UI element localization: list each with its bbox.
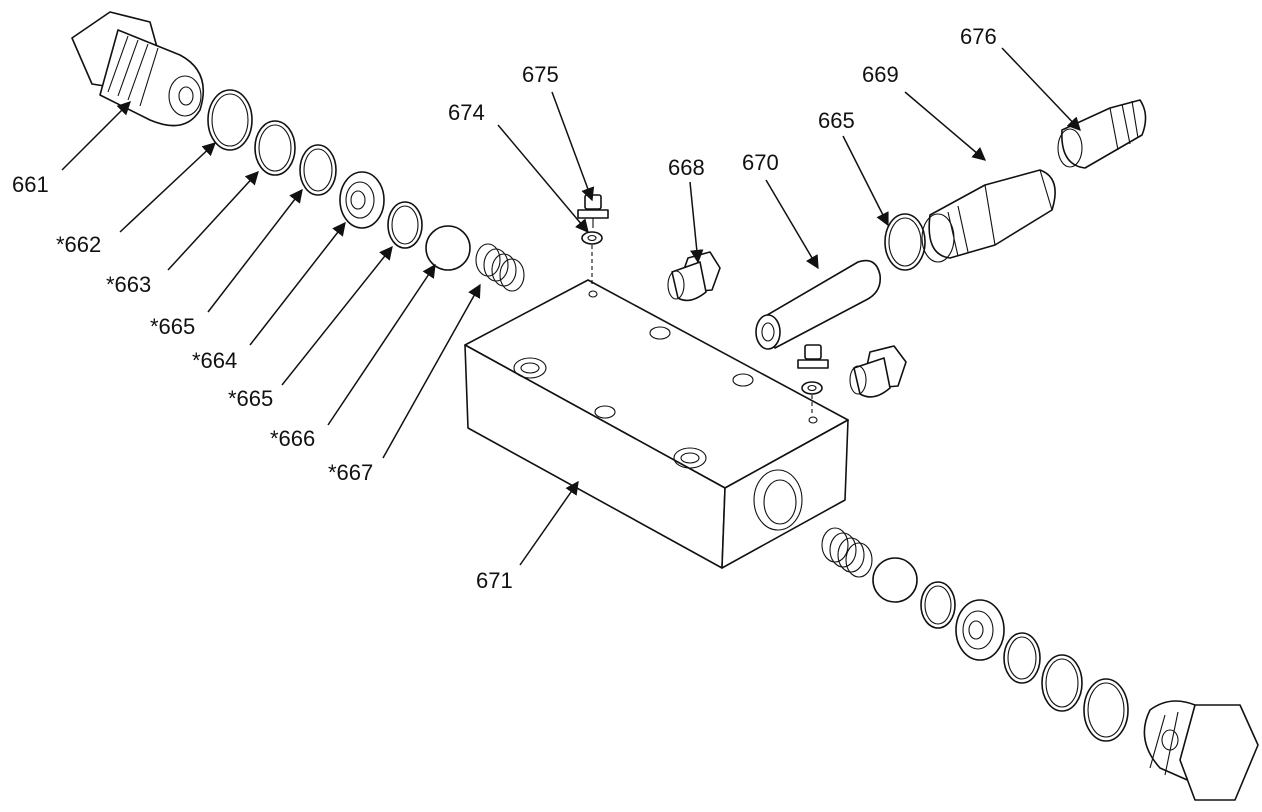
leader-661 <box>61 101 131 171</box>
leader-670 <box>765 179 819 270</box>
label-662: *662 <box>56 232 101 257</box>
leader-664 <box>249 221 346 346</box>
washer-674 <box>581 231 603 285</box>
leader-lines <box>61 47 1081 566</box>
leader-665c <box>842 135 889 227</box>
screw-675 <box>577 194 609 228</box>
lower-valve-stack <box>821 527 1259 801</box>
part-labels: 661 *662 *663 *665 *664 *665 *666 *667 6… <box>12 24 997 593</box>
adapter-669 <box>921 169 1056 263</box>
label-675: 675 <box>522 62 559 87</box>
leader-675 <box>551 91 595 202</box>
ring-663 <box>254 120 296 176</box>
label-667: *667 <box>328 460 373 485</box>
ring-665c <box>884 213 926 271</box>
plug-668 <box>667 251 721 302</box>
label-666: *666 <box>270 426 315 451</box>
valve-housing-661 <box>71 11 204 127</box>
leader-665b <box>281 245 393 386</box>
label-674: 674 <box>448 100 485 125</box>
leader-665a <box>207 188 303 313</box>
spring-lower <box>821 527 873 578</box>
label-665c: 665 <box>818 108 855 133</box>
label-670: 670 <box>742 150 779 175</box>
ball-666 <box>425 225 471 271</box>
leader-667 <box>382 283 481 459</box>
ring-665a <box>299 144 337 196</box>
leader-669 <box>904 91 987 161</box>
leader-662 <box>119 142 216 233</box>
label-661: 661 <box>12 172 49 197</box>
manifold-block-671 <box>464 279 849 569</box>
leader-668 <box>689 181 704 264</box>
screw-right <box>797 344 829 415</box>
label-665a: *665 <box>150 314 195 339</box>
seal-rings-left <box>207 89 525 292</box>
plug-right <box>849 345 907 398</box>
ring-665b <box>387 201 423 249</box>
leader-666 <box>327 263 436 426</box>
ring-662 <box>207 89 253 151</box>
leader-671 <box>519 480 579 566</box>
tube-670 <box>755 259 882 350</box>
label-676: 676 <box>960 24 997 49</box>
label-663: *663 <box>106 272 151 297</box>
label-669: 669 <box>862 62 899 87</box>
leader-663 <box>167 171 259 271</box>
leader-674 <box>497 124 589 234</box>
label-665b: *665 <box>228 386 273 411</box>
label-671: 671 <box>476 568 513 593</box>
label-668: 668 <box>668 155 705 180</box>
spring-667 <box>475 243 525 292</box>
fitting-676 <box>1057 99 1147 169</box>
seat-664 <box>339 171 385 229</box>
leader-676 <box>1001 47 1081 131</box>
label-664: *664 <box>192 348 237 373</box>
